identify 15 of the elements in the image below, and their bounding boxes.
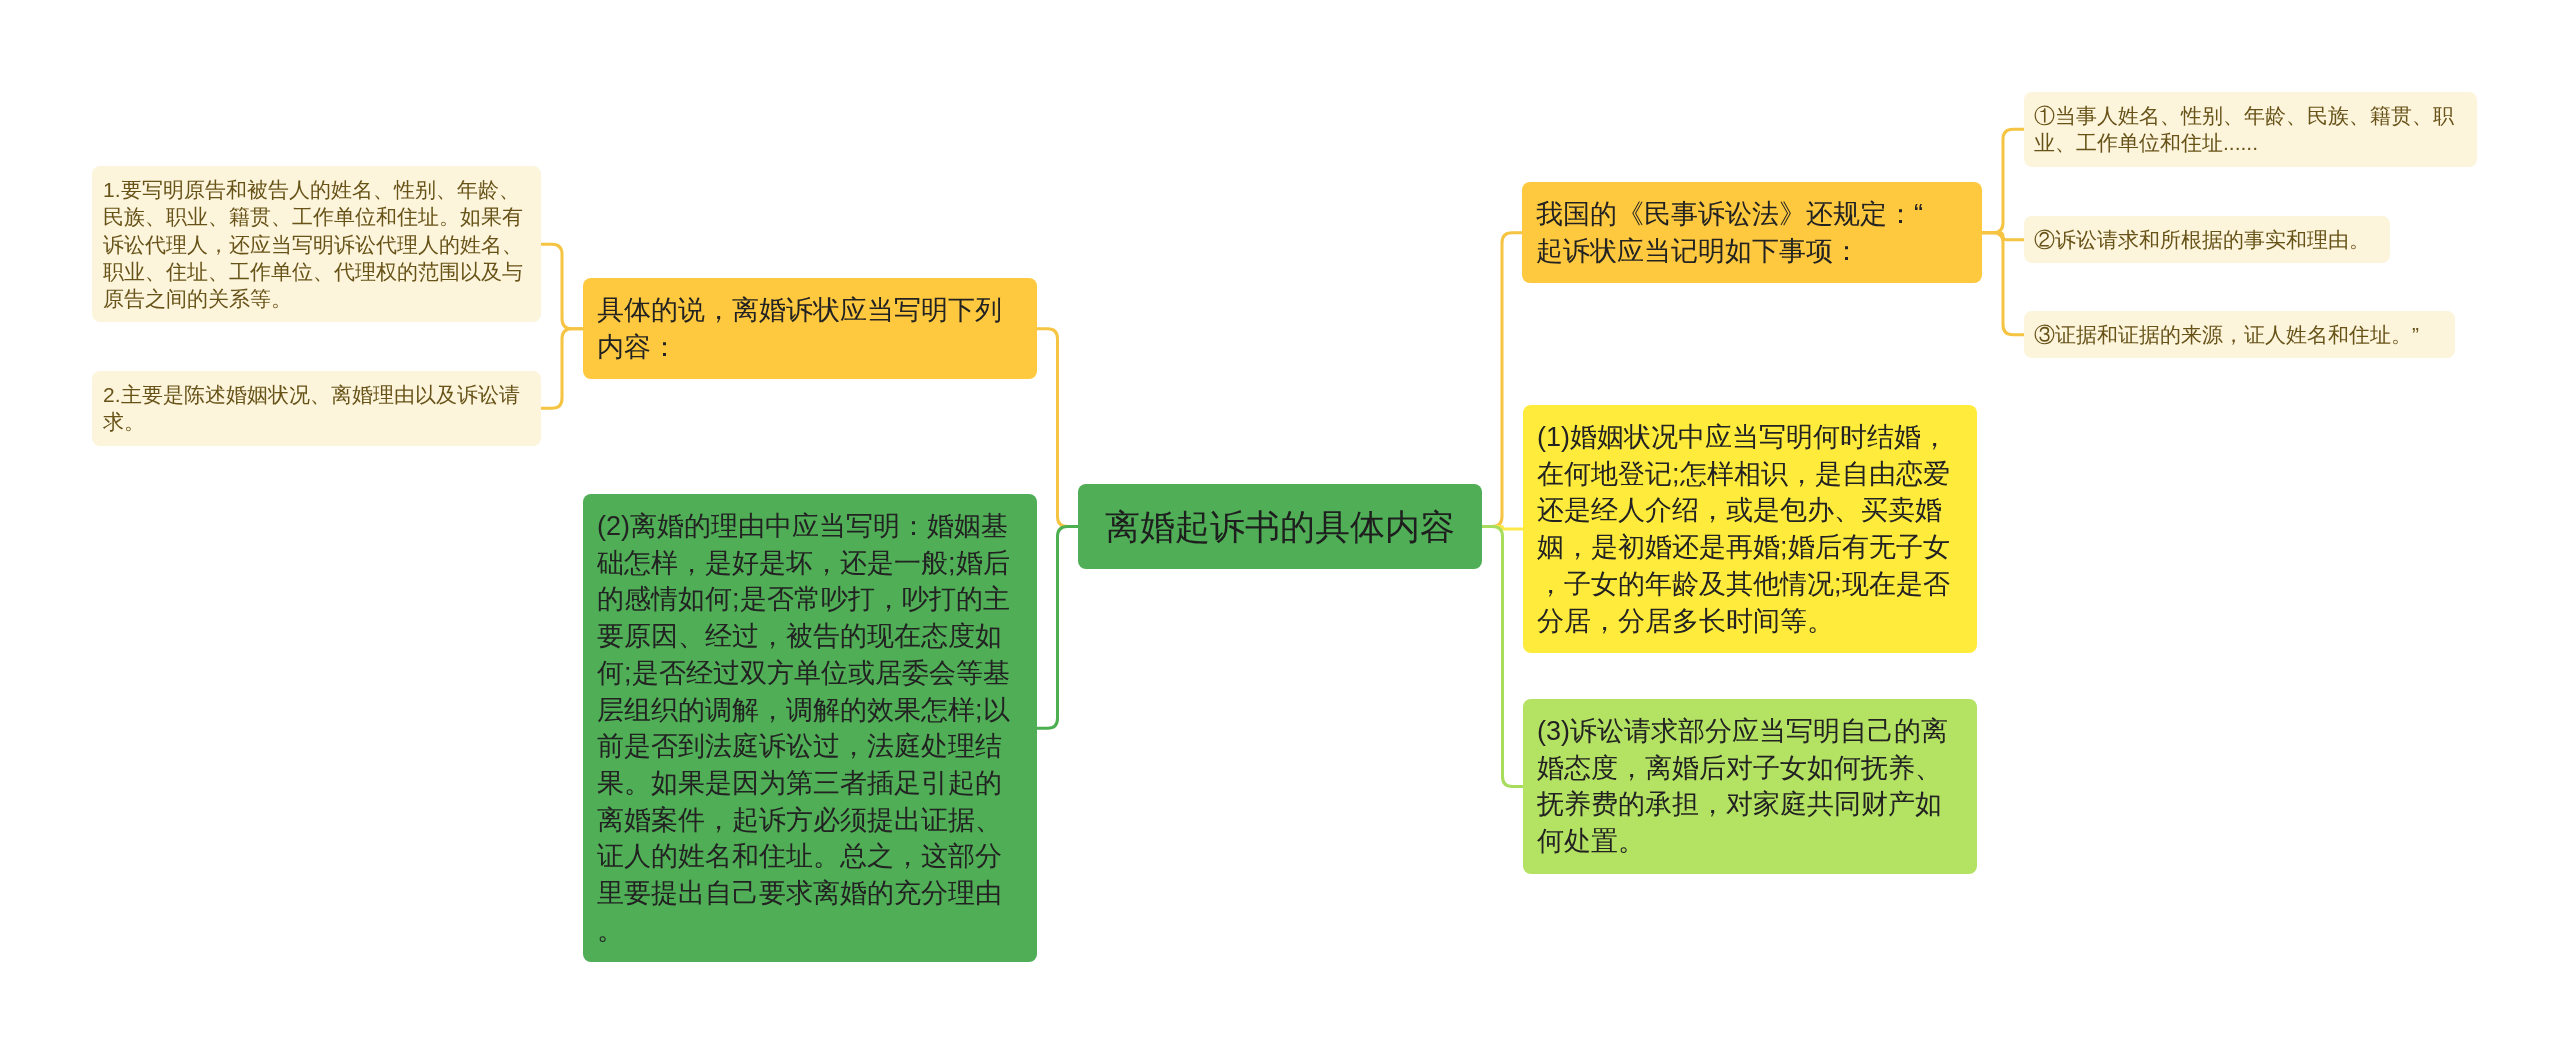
detail-box: 1.要写明原告和被告人的姓名、性别、年龄、民族、职业、籍贯、工作单位和住址。如果有诉讼代理人，还应当写明诉讼代理人的姓名、职业、住址、工作单位、代理权的范围以及与原告之间的关系等。 [92, 166, 541, 323]
branch-box: (1)婚姻状况中应当写明何时结婚，在何地登记;怎样相识，是自由恋爱还是经人介绍，或是包办、买卖婚姻，是初婚还是再婚;婚后有无子女，子女的年龄及其他情况;现在是否分居，分居多长时间等。 [1523, 405, 1977, 654]
branch-box: (2)离婚的理由中应当写明：婚姻基础怎样，是好是坏，还是一般;婚后的感情如何;是否常吵打，吵打的主要原因、经过，被告的现在态度如何;是否经过双方单位或居委会等基层组织的调解，调解的效果怎样;以前是否到法庭诉讼过，法庭处理结果。如果是因为第三者插足引起的离婚案件，起诉方必须提出证据、证人的姓名和住址。总之，这部分里要提出自己要求离婚的充分理由。 [583, 494, 1037, 963]
branch-box: 具体的说，离婚诉状应当写明下列内容： [583, 278, 1037, 380]
branch-box: 我国的《民事诉讼法》还规定：“起诉状应当记明如下事项： [1522, 182, 1982, 284]
detail-box: ①当事人姓名、性别、年龄、民族、籍贯、职业、工作单位和住址...... [2024, 92, 2477, 167]
detail-box: ②诉讼请求和所根据的事实和理由。 [2024, 216, 2390, 264]
topic-box: 离婚起诉书的具体内容 [1078, 484, 1482, 569]
connector-line [541, 327, 583, 410]
detail-box: ③证据和证据的来源，证人姓名和住址。” [2024, 311, 2455, 359]
connector-line [1482, 525, 1523, 788]
detail-box: 2.主要是陈述婚姻状况、离婚理由以及诉讼请求。 [92, 371, 541, 446]
connector-line [1982, 231, 2024, 337]
connector-line [1037, 525, 1078, 730]
branch-box: (3)诉讼请求部分应当写明自己的离婚态度，离婚后对子女如何抚养、抚养费的承担，对家庭共同财产如何处置。 [1523, 699, 1977, 874]
